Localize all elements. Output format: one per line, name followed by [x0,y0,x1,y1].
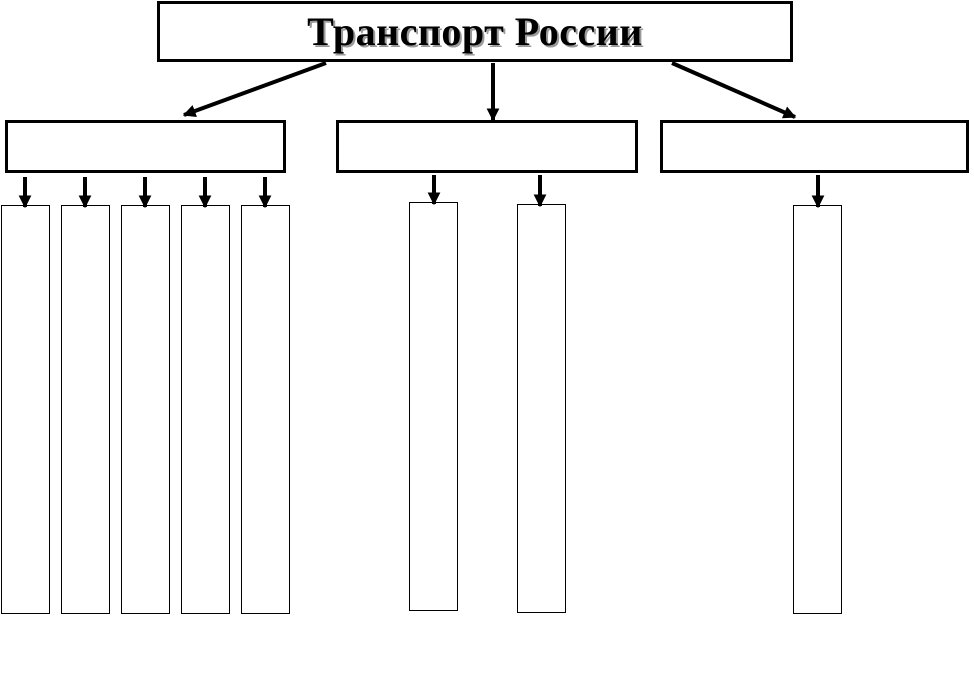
category-box-left [5,120,286,173]
arrow-title-to-right [671,61,797,119]
diagram-title: Транспорт России [307,8,643,54]
leaf-box-center-2 [517,204,566,613]
leaf-box-left-4 [181,205,230,614]
leaf-box-right-1 [793,205,842,614]
leaf-box-center-1 [409,202,458,611]
leaf-box-left-3 [121,205,170,614]
category-box-right [660,120,969,173]
title-box: Транспорт России [157,1,793,62]
leaf-box-left-2 [61,205,110,614]
category-box-center [336,120,638,173]
leaf-box-left-1 [1,205,50,614]
arrow-title-to-left [182,61,327,118]
leaf-box-left-5 [241,205,290,614]
